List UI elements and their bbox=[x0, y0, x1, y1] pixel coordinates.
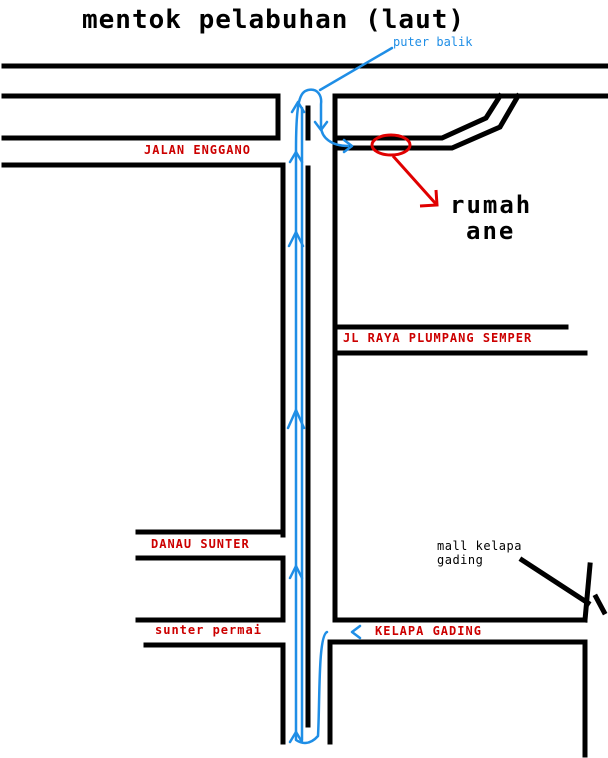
street-label-sunter-permai: sunter permai bbox=[155, 623, 262, 637]
road-danau-sunter-lower bbox=[135, 555, 286, 623]
route-arrow-4 bbox=[287, 230, 305, 248]
street-label-plumpang: JL RAYA PLUMPANG SEMPER bbox=[343, 331, 533, 345]
u-turn-leader bbox=[318, 46, 394, 92]
house-note-line2: ane bbox=[466, 217, 516, 245]
road-mall-edge bbox=[582, 562, 593, 623]
route-arrow-5 bbox=[288, 150, 304, 164]
road-mall-tick bbox=[592, 593, 608, 616]
route-arrow-9 bbox=[350, 624, 362, 640]
mall-note-line1: mall kelapa bbox=[437, 539, 522, 553]
house-arrow-shaft bbox=[391, 154, 438, 206]
road-house-lane-inner bbox=[332, 92, 504, 141]
road-kelapa-gading-south bbox=[327, 639, 588, 758]
route-arrow-7 bbox=[313, 120, 329, 132]
u-turn-note: puter balik bbox=[393, 35, 473, 49]
map-title: mentok pelabuhan (laut) bbox=[82, 5, 466, 35]
road-house-lane bbox=[332, 92, 522, 151]
house-note-line1: rumah bbox=[450, 191, 533, 219]
street-label-kelapa-gading: KELAPA GADING bbox=[375, 624, 482, 638]
route-arrow-2 bbox=[288, 564, 304, 580]
route-arrow-6 bbox=[290, 100, 306, 114]
house-marker bbox=[370, 133, 439, 208]
route-arrow-8 bbox=[342, 138, 354, 154]
road-mall-pointer bbox=[518, 556, 592, 607]
house-arrow-head-icon bbox=[419, 189, 439, 208]
route-path bbox=[286, 46, 394, 745]
street-label-enggano: JALAN ENGGANO bbox=[144, 143, 251, 157]
route-arrow-3 bbox=[286, 408, 306, 430]
route-arrow-1 bbox=[288, 730, 304, 744]
house-circle-icon bbox=[370, 133, 412, 157]
road-lines bbox=[1, 63, 608, 758]
route-outline bbox=[294, 88, 350, 745]
mall-note-line2: gading bbox=[437, 553, 484, 567]
street-label-danau-sunter: DANAU SUNTER bbox=[151, 537, 250, 551]
road-enggano-upper-left bbox=[1, 93, 281, 141]
